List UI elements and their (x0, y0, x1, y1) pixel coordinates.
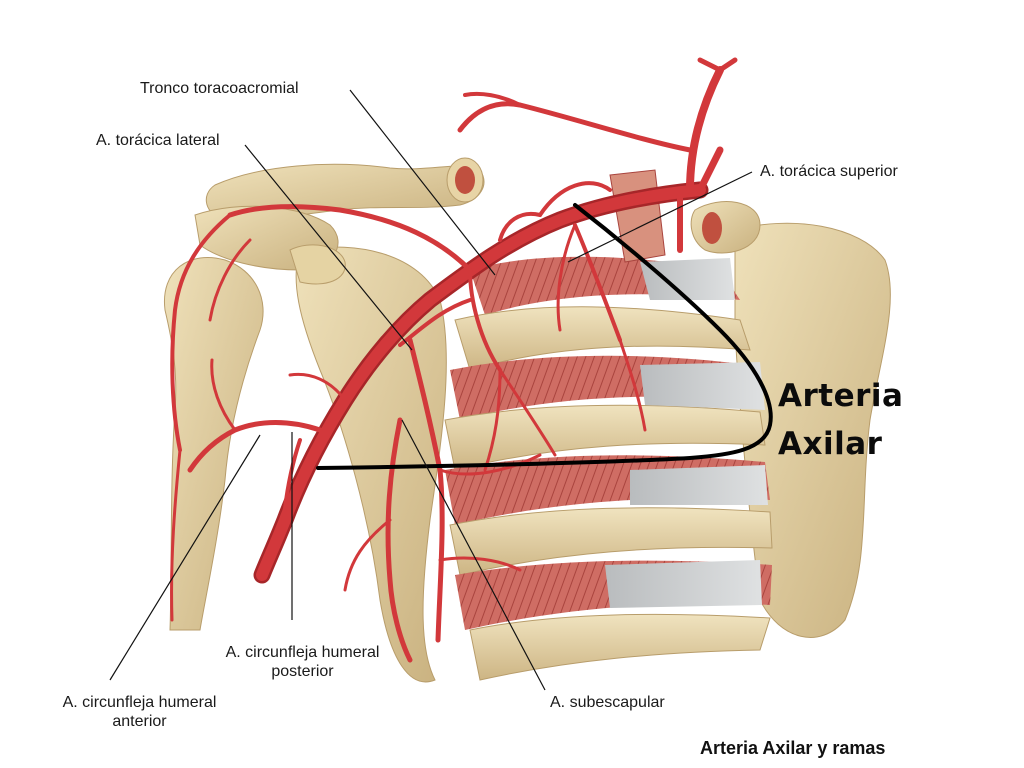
label-toracica-lateral: A. torácica lateral (96, 132, 220, 149)
label-subescapular: A. subescapular (550, 694, 665, 711)
highlight-title-line2: Axilar (778, 426, 883, 462)
label-circunfleja-posterior: A. circunfleja humeral posterior (225, 644, 380, 680)
leader-lines (109, 89, 753, 691)
rib-cage (444, 256, 773, 681)
label-circunfleja-anterior: A. circunfleja humeral anterior (62, 694, 217, 730)
label-toracica-superior: A. torácica superior (760, 163, 898, 180)
highlight-title-line1: Arteria (778, 378, 904, 414)
label-tronco-toracoacromial: Tronco toracoacromial (140, 80, 299, 97)
axillary-region-outline (316, 203, 773, 470)
figure-caption: Arteria Axilar y ramas (700, 738, 886, 758)
arterial-tree (170, 57, 738, 663)
